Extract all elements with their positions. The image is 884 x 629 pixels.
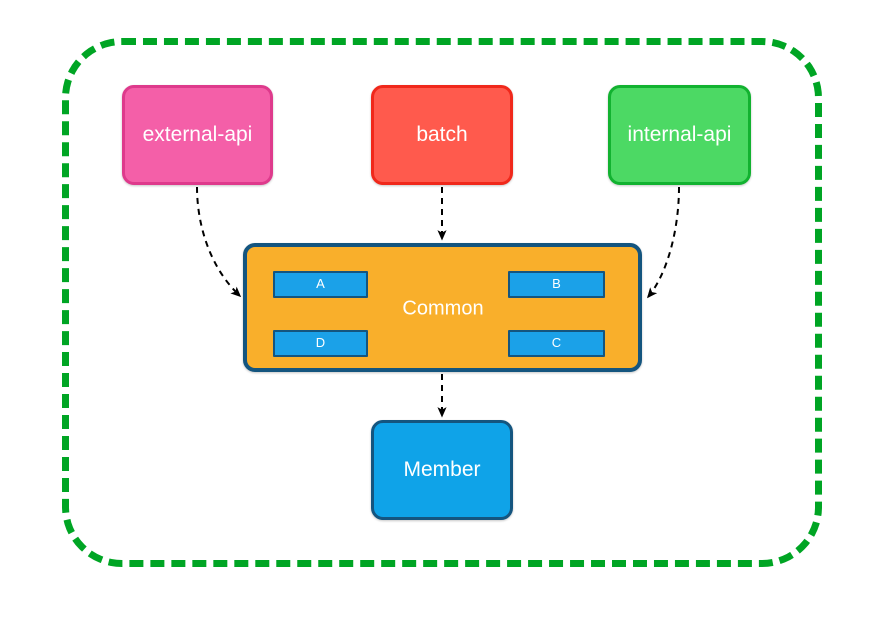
group-common-label: Common — [402, 297, 484, 320]
node-internal-api[interactable]: internal-api — [608, 85, 751, 185]
system-boundary — [62, 38, 822, 567]
node-batch-label: batch — [416, 122, 468, 146]
node-b-label: B — [552, 276, 561, 292]
node-a[interactable]: A — [273, 271, 368, 298]
node-internal-api-label: internal-api — [627, 122, 732, 146]
node-external-api-label: external-api — [142, 122, 253, 146]
node-b[interactable]: B — [508, 271, 605, 298]
node-a-label: A — [316, 276, 325, 292]
node-d[interactable]: D — [273, 330, 368, 357]
node-c-label: C — [551, 335, 562, 351]
node-batch[interactable]: batch — [371, 85, 513, 185]
node-external-api[interactable]: external-api — [122, 85, 273, 185]
node-d-label: D — [315, 335, 326, 351]
node-member-label: Member — [403, 457, 481, 481]
node-c[interactable]: C — [508, 330, 605, 357]
node-member[interactable]: Member — [371, 420, 513, 520]
